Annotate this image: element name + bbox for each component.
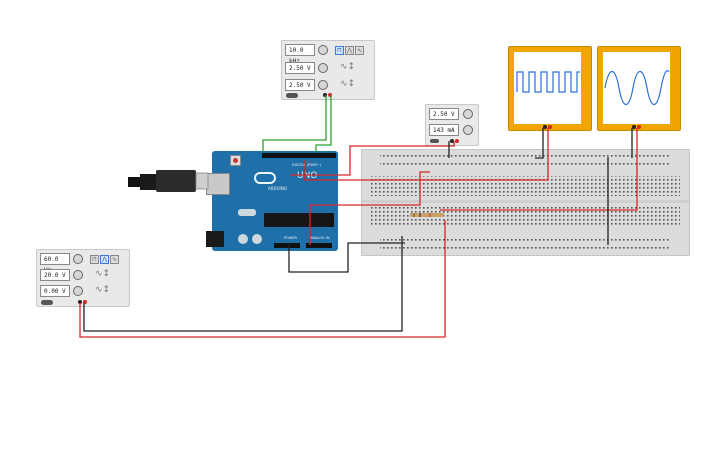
wire-green [262,95,327,152]
power-label: POWER [284,236,297,240]
oscilloscope-screen [603,52,670,124]
probe-negative[interactable] [632,125,636,129]
square-wave-icon[interactable]: ⊓ [335,46,344,55]
oscilloscope-left[interactable] [508,46,592,131]
brand-label: ARDUINO [268,186,287,191]
analog-label: ANALOG IN [310,236,330,240]
amplitude-readout: 2.50 V [285,62,315,74]
amplitude-wave-icon: ∿↕ [340,62,356,72]
probe-positive[interactable] [548,125,552,129]
analog-header[interactable] [306,243,332,248]
triangle-wave-icon[interactable]: ⋀ [100,255,109,264]
offset-readout: 0.00 V [40,285,70,297]
terminal-positive[interactable] [83,300,87,304]
terminal-positive[interactable] [328,93,332,97]
amplitude-wave-icon: ∿↕ [95,269,111,279]
digital-header[interactable] [262,153,336,158]
current-readout: 143 mA [429,124,459,136]
function-generator-top[interactable]: 10.0 kHz ⊓ ⋀ ∿ 2.50 V ∿↕ 2.50 V ∿↕ [281,40,375,100]
offset-wave-icon: ∿↕ [340,79,356,89]
sine-wave-trace [604,69,670,106]
crystal [238,209,256,216]
terminal-negative[interactable] [78,300,82,304]
power-toggle-icon[interactable] [286,93,298,98]
sine-wave-icon[interactable]: ∿ [110,255,119,264]
triangle-wave-icon[interactable]: ⋀ [345,46,354,55]
power-supply[interactable]: 2.50 V 143 mA [425,104,479,146]
frequency-knob[interactable] [318,45,328,55]
terminal-negative[interactable] [450,139,454,143]
offset-readout: 2.50 V [285,79,315,91]
breadboard[interactable] [361,149,690,256]
oscilloscope-screen [514,52,581,124]
wire-green [315,95,332,152]
square-wave-trace [516,71,580,93]
current-knob[interactable] [463,125,473,135]
oscilloscope-right[interactable] [597,46,681,131]
arduino-uno-board[interactable]: DIGITAL (PWM~) ARDUINO UNO POWER ANALOG … [206,151,338,251]
model-label: UNO [297,171,318,181]
breadboard-holes [362,155,689,250]
amplitude-knob[interactable] [73,270,83,280]
frequency-readout: 60.0 Hz [40,253,70,274]
terminal-positive[interactable] [455,139,459,143]
power-toggle-icon[interactable] [430,139,439,143]
terminal-negative[interactable] [323,93,327,97]
offset-knob[interactable] [73,286,83,296]
reset-button[interactable] [230,155,241,166]
offset-wave-icon: ∿↕ [95,285,111,295]
offset-knob[interactable] [318,80,328,90]
arduino-logo [254,172,276,184]
voltage-readout: 2.50 V [429,108,459,120]
probe-negative[interactable] [543,125,547,129]
amplitude-readout: 20.0 V [40,269,70,281]
power-header[interactable] [274,243,300,248]
capacitor-2 [252,234,262,244]
microcontroller-chip [264,213,334,227]
voltage-knob[interactable] [463,109,473,119]
sine-wave-icon[interactable]: ∿ [355,46,364,55]
amplitude-knob[interactable] [318,63,328,73]
capacitor-1 [238,234,248,244]
probe-positive[interactable] [637,125,641,129]
frequency-knob[interactable] [73,254,83,264]
function-generator-bottom[interactable]: 60.0 Hz ⊓ ⋀ ∿ 20.0 V ∿↕ 0.00 V ∿↕ [36,249,130,307]
frequency-readout: 10.0 kHz [285,44,315,65]
power-toggle-icon[interactable] [41,300,53,305]
square-wave-icon[interactable]: ⊓ [90,255,99,264]
digital-label: DIGITAL (PWM~) [292,163,322,167]
power-jack[interactable] [206,231,224,247]
usb-port[interactable] [206,173,230,195]
